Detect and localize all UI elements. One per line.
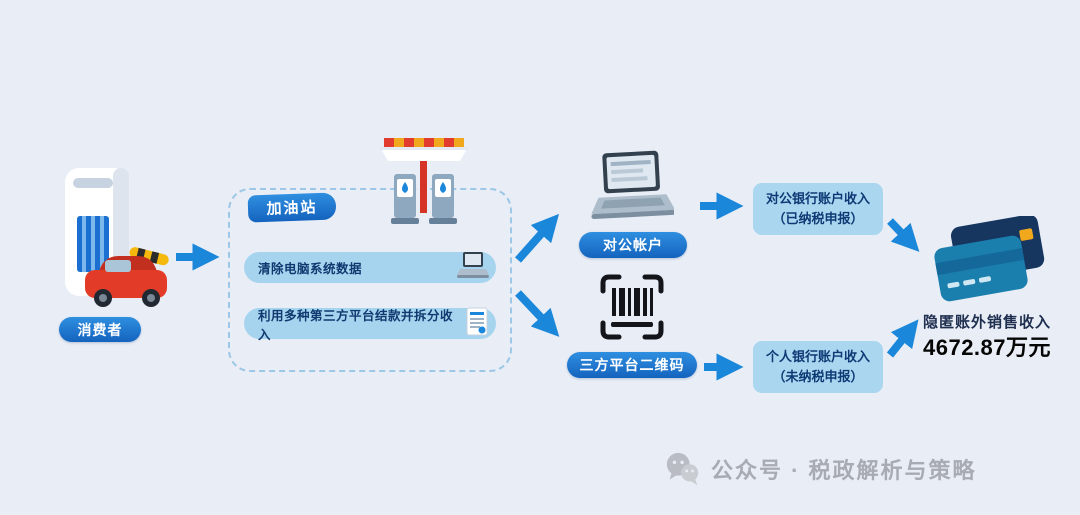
watermark: 公众号 · 税政解析与策略 [664,450,977,488]
process-step-split-income: 利用多种第三方平台结款并拆分收入 [244,307,496,342]
arrow-result2-to-cards [886,319,919,358]
consumer-label: 消费者 [59,317,141,342]
hidden-income-title: 隐匿账外销售收入 [922,314,1051,331]
gas-station-process-box [228,188,512,372]
corporate-account-label: 对公帐户 [579,232,687,258]
wechat-icon [666,452,699,486]
personal-result-box: 个人银行账户收入 （未纳税申报） [753,341,883,393]
qr-code-icon [600,274,664,340]
laptop-icon [457,252,489,278]
qr-platform-label: 三方平台二维码 [567,352,697,378]
corporate-result-line1: 对公银行账户收入 [765,190,870,206]
gas-station-title: 加油站 [247,192,337,223]
step-text: 清除电脑系统数据 [258,262,363,276]
watermark-text: 公众号 · 税政解析与策略 [711,458,977,483]
arrow-result1-to-cards [887,218,920,252]
bank-cards-icon [934,216,1045,302]
hidden-income-amount: 4672.87万元 [922,335,1052,360]
corporate-laptop-icon [591,150,674,220]
arrow-station-to-qr [515,290,560,337]
fuel-pump-icon [380,138,468,224]
arrow-station-to-corporate [515,213,560,263]
corporate-result-line2: （已纳税申报） [772,211,864,226]
corporate-result-box: 对公银行账户收入 （已纳税申报） [753,183,883,235]
gas-station-building-icon [65,168,169,307]
receipt-icon [466,307,488,336]
process-step-clear-data: 清除电脑系统数据 [244,252,496,283]
personal-result-line2: （未纳税申报） [772,369,864,384]
personal-result-line1: 个人银行账户收入 [765,348,870,364]
step-text: 利用多种第三方平台结款并拆分收入 [258,308,454,342]
